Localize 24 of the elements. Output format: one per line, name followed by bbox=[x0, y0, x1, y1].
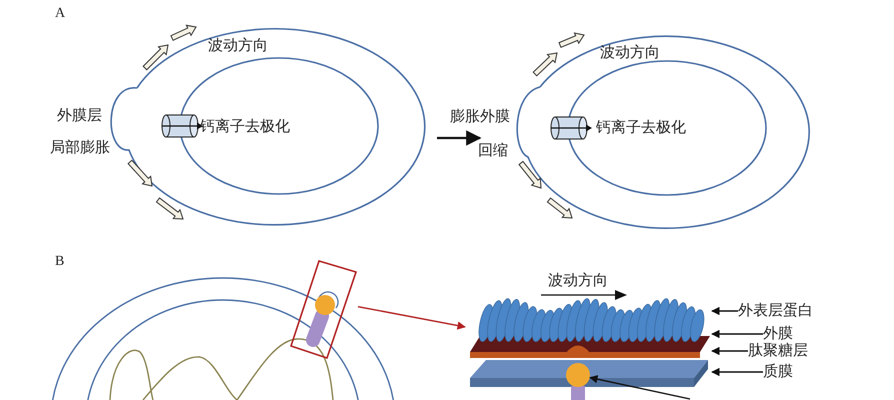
annotation-text: 钙离子去极化 bbox=[200, 117, 290, 137]
annotation-text: 波动方向 bbox=[208, 36, 268, 56]
annotation-text: 外膜层 bbox=[57, 106, 102, 126]
highlight-frame bbox=[290, 259, 358, 360]
annotation-text: 波动方向 bbox=[600, 43, 660, 63]
annotation-text: 波动方向 bbox=[548, 271, 608, 291]
annotation-text: 回缩 bbox=[478, 142, 508, 161]
panel-letter: B bbox=[55, 253, 64, 271]
annotation-text: 钙离子去极化 bbox=[596, 118, 686, 138]
annotation-text: 膨胀外膜 bbox=[450, 108, 510, 127]
layer-label: 肽聚糖层 bbox=[748, 341, 808, 361]
arrow bbox=[437, 130, 482, 146]
leader-arrow bbox=[589, 375, 690, 400]
layer-label: 外表层蛋白 bbox=[738, 301, 813, 321]
arrow bbox=[711, 346, 748, 356]
arrow bbox=[711, 368, 763, 376]
layer-label: 外膜 bbox=[763, 324, 793, 344]
arrow bbox=[711, 330, 763, 338]
annotation-text: 局部膨胀 bbox=[50, 138, 110, 158]
layer-label: 质膜 bbox=[763, 362, 793, 382]
protein-ball bbox=[566, 363, 590, 387]
arrow bbox=[711, 306, 738, 316]
arrow bbox=[358, 306, 466, 330]
panel-letter: A bbox=[55, 5, 66, 23]
